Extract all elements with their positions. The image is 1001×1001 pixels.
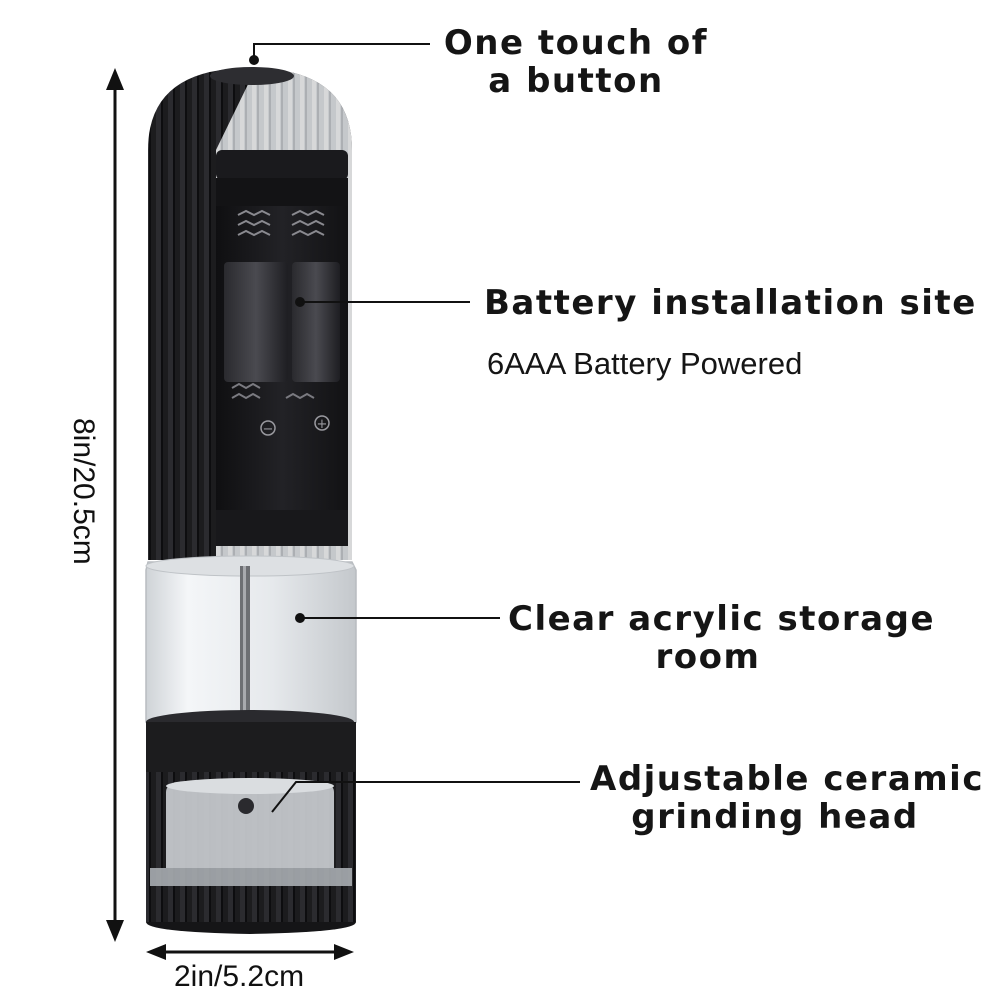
grinding-head-center-icon [238,798,254,814]
leader-button [253,43,430,58]
height-dimension [106,68,124,942]
callout-grinder-line1: Adjustable ceramic [590,759,984,799]
callout-storage-line2: room [655,637,761,677]
battery-springs-bottom [231,382,315,400]
callout-grinder: Adjustable ceramic grinding head [590,759,984,837]
negative-terminal-icon [260,420,276,436]
width-dimension [146,944,354,960]
callout-button: One touch of a button [436,24,716,100]
top-button[interactable] [210,67,294,85]
positive-terminal-symbol: + [317,417,328,432]
battery-cell [224,262,288,382]
lower-housing [146,722,356,934]
battery-cell [292,262,340,382]
acrylic-chamber [145,555,357,734]
width-label: 2in/5.2cm [174,960,305,993]
battery-springs-top [237,209,325,237]
height-label: 8in/20.5cm [67,418,100,565]
callout-button-line2: a button [488,61,664,101]
button-dot-icon [249,55,259,65]
callout-storage: Clear acrylic storage room [508,599,935,677]
callout-grinder-line2: grinding head [631,797,919,837]
callout-storage-line1: Clear acrylic storage [508,599,935,639]
leader-grinder [271,781,580,813]
callout-button-line1: One touch of [443,23,709,63]
leader-lines [253,43,580,813]
callout-battery-title: Battery installation site [484,283,977,323]
positive-terminal-icon [314,415,330,431]
battery-core: − + [216,150,348,546]
negative-terminal-symbol: − [263,422,274,437]
callout-battery-detail: 6AAA Battery Powered [487,346,803,381]
